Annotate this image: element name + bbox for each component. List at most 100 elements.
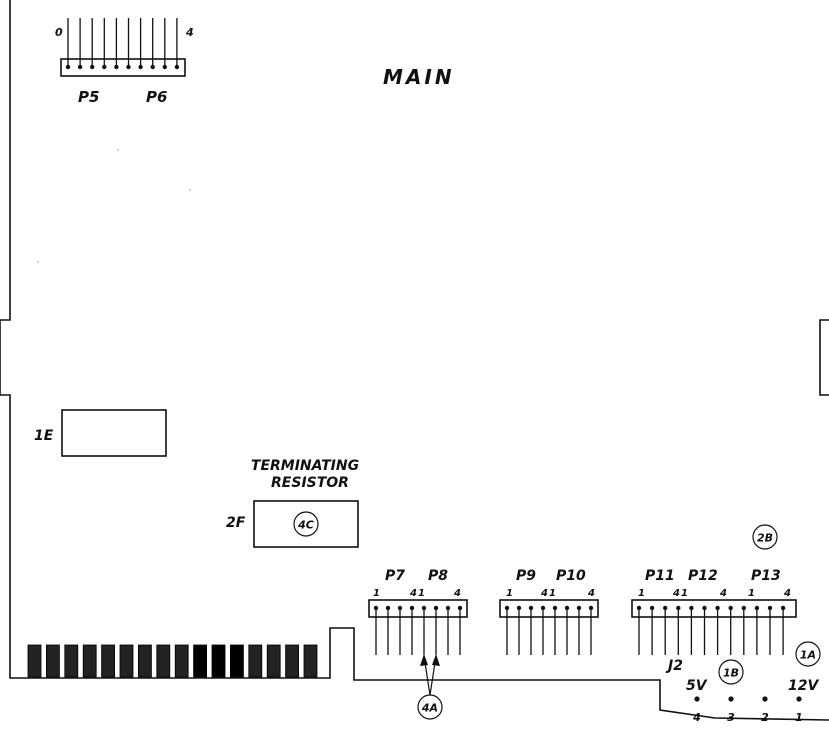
pin-dot xyxy=(741,605,746,611)
callout-4c-circle xyxy=(293,511,319,537)
j2-pin-number-1: 1 xyxy=(795,711,803,724)
label-p8: P8 xyxy=(428,568,448,584)
edge-finger xyxy=(266,644,281,678)
pin-dot xyxy=(715,605,720,611)
label-p10: P10 xyxy=(556,568,586,584)
pin-dot xyxy=(65,64,71,70)
p8-pin-first: 1 xyxy=(418,588,425,599)
pin-dot xyxy=(552,605,558,611)
pin-dot xyxy=(728,605,733,611)
board-title: MAIN xyxy=(383,65,455,89)
label-2f: 2F xyxy=(226,515,246,531)
p10-pin-last: 4 xyxy=(587,588,595,599)
pin-dot xyxy=(754,605,760,611)
p11-pin-first: 1 xyxy=(638,588,645,599)
pin-dot xyxy=(663,605,668,611)
top-header-connector: 0 4 P5 P6 xyxy=(55,18,194,106)
pin-dot xyxy=(528,605,534,611)
pin-dot xyxy=(114,64,119,70)
pin-dot xyxy=(780,605,786,611)
label-12v: 12V xyxy=(788,678,819,694)
pin-dot xyxy=(564,605,570,611)
edge-finger xyxy=(27,644,42,678)
pin-dot xyxy=(576,605,582,611)
connector-p11-p13: P11 P12 P13 1 4 1 4 1 4 xyxy=(631,568,797,655)
p12-pin-first: 1 xyxy=(681,588,688,599)
p10-pin-first: 1 xyxy=(549,588,556,599)
pin-dot xyxy=(676,605,681,611)
board-right-notch xyxy=(819,319,829,396)
pin-dot xyxy=(150,64,155,70)
edge-finger xyxy=(137,644,152,678)
edge-connector-fingers xyxy=(27,644,318,678)
j2-pin-3-dot xyxy=(728,696,734,702)
edge-finger xyxy=(248,644,263,678)
j2-pin-1-dot xyxy=(796,696,802,702)
edge-finger xyxy=(119,644,134,678)
pin-dot xyxy=(102,64,107,70)
pin-dot xyxy=(162,64,167,70)
edge-finger xyxy=(82,644,97,678)
callout-4a: 4A xyxy=(417,654,443,720)
p8-pin-last: 4 xyxy=(453,588,461,599)
label-p6: P6 xyxy=(146,88,167,106)
pin-dot xyxy=(540,605,546,611)
edge-finger xyxy=(46,644,60,678)
connector-p7-p8-pins xyxy=(373,605,463,655)
pin-dot xyxy=(433,605,439,611)
edge-finger xyxy=(101,644,115,678)
pin-dot xyxy=(636,605,642,611)
callout-4a-text: 4A xyxy=(421,702,438,715)
pin-dot xyxy=(588,605,594,611)
callout-1a-text: 1A xyxy=(800,649,816,662)
callout-1b: 1B xyxy=(718,659,744,685)
label-p11: P11 xyxy=(645,568,675,584)
pin-dot xyxy=(138,64,143,70)
edge-finger xyxy=(285,644,300,678)
speck xyxy=(189,189,191,191)
p7-pin-first: 1 xyxy=(373,588,380,599)
top-header-pin-last: 4 xyxy=(185,26,194,39)
callout-4a-circle xyxy=(417,694,443,720)
callout-2b: 2B xyxy=(752,524,778,550)
callout-1a: 1A xyxy=(795,641,821,667)
top-header-pin-first: 0 xyxy=(55,26,63,39)
p11-pin-last: 4 xyxy=(672,588,680,599)
pin-dot xyxy=(445,605,451,611)
edge-finger xyxy=(303,644,318,678)
top-header-pins xyxy=(65,18,180,70)
connector-p9-p10: P9 P10 1 4 1 4 xyxy=(499,568,599,655)
speck xyxy=(37,261,39,263)
pin-dot xyxy=(457,605,463,611)
pin-dot xyxy=(421,605,427,611)
speck xyxy=(117,149,119,151)
label-j2: J2 xyxy=(665,658,683,674)
p9-pin-last: 4 xyxy=(540,588,548,599)
j2-pin-number-4: 4 xyxy=(692,711,701,724)
j2-pin-number-3: 3 xyxy=(727,711,735,724)
j2-pin-4-dot xyxy=(694,696,700,702)
pin-dot xyxy=(649,605,655,611)
label-p12: P12 xyxy=(688,568,718,584)
pin-dot xyxy=(702,605,707,611)
edge-finger xyxy=(193,644,208,678)
label-p7: P7 xyxy=(385,568,405,584)
power-connector-j2: J2 5V 12V 4 3 2 1 xyxy=(665,658,819,724)
edge-finger xyxy=(229,644,244,678)
callout-4c-text: 4C xyxy=(297,519,314,532)
p12-pin-last: 4 xyxy=(719,588,727,599)
pin-dot xyxy=(77,64,83,70)
pin-dot xyxy=(689,605,694,611)
edge-finger xyxy=(156,644,171,678)
pin-dot xyxy=(767,605,773,611)
pin-dot xyxy=(385,605,391,611)
p9-pin-first: 1 xyxy=(506,588,513,599)
j2-pin-number-2: 2 xyxy=(761,711,769,724)
pin-dot xyxy=(373,605,379,611)
pin-dot xyxy=(504,605,510,611)
pin-dot xyxy=(409,605,415,611)
callout-2b-text: 2B xyxy=(757,532,773,545)
pin-dot xyxy=(516,605,522,611)
board-outline xyxy=(0,0,829,721)
j2-pin-2-dot xyxy=(762,696,768,702)
